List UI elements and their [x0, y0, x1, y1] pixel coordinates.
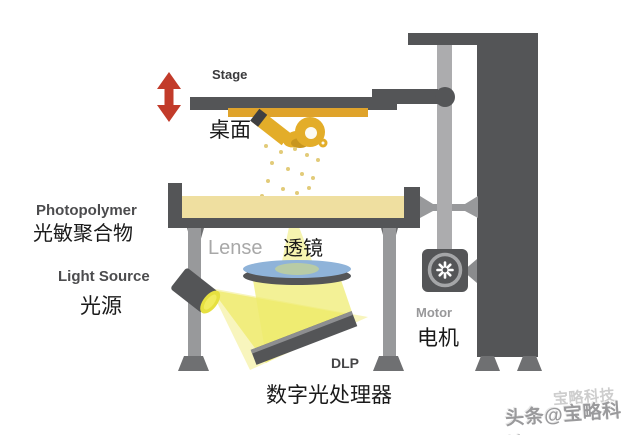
label-motor-zh: 电机 [417, 327, 459, 350]
label-lens-en: Lense [208, 237, 263, 259]
light-beam [210, 227, 368, 370]
label-dlp-en: DLP [331, 355, 359, 371]
vat-legs [178, 228, 404, 371]
vat-column-coupling [420, 196, 478, 218]
column-feet [475, 356, 542, 371]
label-stage-en: Stage [212, 67, 248, 82]
label-photopolymer-zh: 光敏聚合物 [33, 223, 133, 245]
resin-vat [168, 183, 420, 228]
stage-platform [190, 87, 455, 117]
resin [182, 196, 404, 218]
dlp-mirror [250, 311, 358, 365]
label-stage-zh: 桌面 [209, 119, 251, 142]
light-source-lamp [171, 268, 221, 314]
label-photopolymer-en: Photopolymer [36, 202, 137, 219]
label-light-source-en: Light Source [58, 268, 150, 285]
label-dlp-zh: 数字光处理器 [266, 384, 392, 407]
label-light-source-zh: 光源 [80, 295, 122, 318]
resin-droplets [260, 144, 320, 198]
lead-screw-rail [437, 40, 452, 252]
motor-unit [422, 249, 477, 292]
lens-disk [243, 260, 351, 285]
up-down-arrow-icon [157, 72, 181, 122]
top-bracket [408, 33, 483, 45]
z-axis-column [477, 33, 538, 357]
label-lens-zh: 透镜 [283, 238, 323, 260]
label-motor-en: Motor [416, 305, 453, 320]
printed-part [250, 108, 328, 148]
